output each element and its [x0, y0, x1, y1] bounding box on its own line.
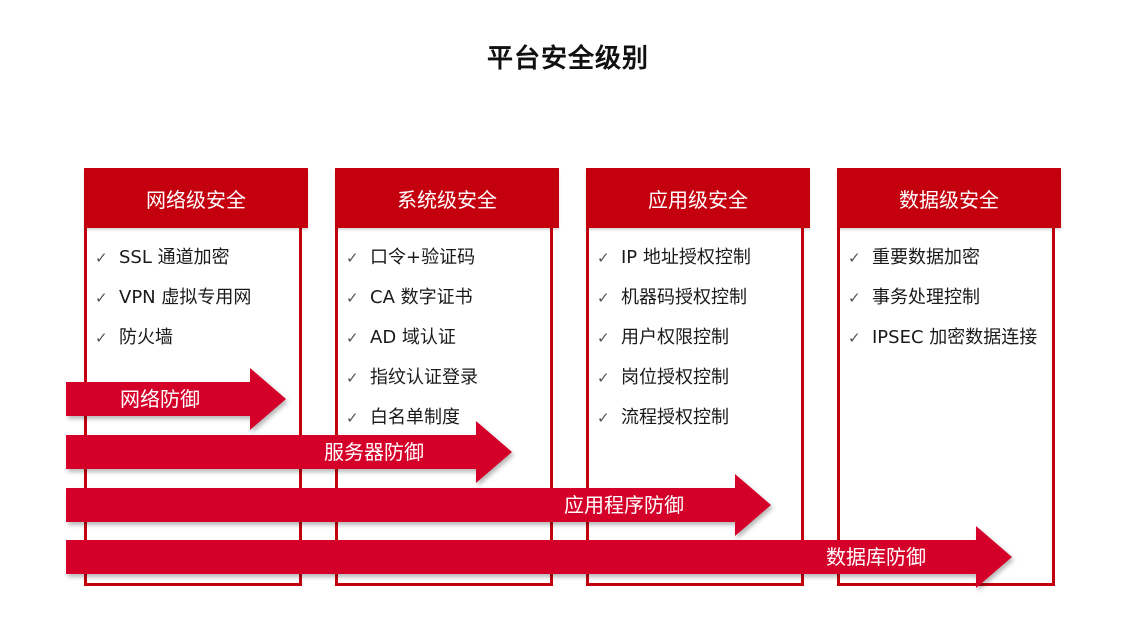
column-data-security: 数据级安全 ✓ 重要数据加密 ✓ 事务处理控制 ✓ IPSEC 加密数据连接 — [837, 168, 1061, 586]
column-header: 数据级安全 — [837, 168, 1061, 228]
check-icon: ✓ — [346, 289, 359, 307]
list-item: ✓ 指纹认证登录 — [346, 364, 478, 404]
item-label: CA 数字证书 — [370, 287, 473, 308]
list-item: ✓ 口令+验证码 — [346, 244, 478, 284]
list-item: ✓ VPN 虚拟专用网 — [95, 284, 251, 324]
page-title: 平台安全级别 — [486, 44, 649, 74]
check-icon: ✓ — [848, 249, 861, 267]
database-defense-arrow: 数据库防御 — [66, 526, 1012, 588]
item-label: 重要数据加密 — [872, 247, 980, 268]
network-defense-arrow: 网络防御 — [66, 368, 286, 430]
list-item: ✓ 重要数据加密 — [848, 244, 1037, 284]
check-icon: ✓ — [346, 249, 359, 267]
server-defense-arrow: 服务器防御 — [66, 421, 512, 483]
list-item: ✓ 岗位授权控制 — [597, 364, 751, 404]
list-item: ✓ 白名单制度 — [346, 404, 478, 444]
list-item: ✓ AD 域认证 — [346, 324, 478, 364]
list-item: ✓ IPSEC 加密数据连接 — [848, 324, 1037, 364]
item-list: ✓ 重要数据加密 ✓ 事务处理控制 ✓ IPSEC 加密数据连接 — [848, 244, 1037, 364]
check-icon: ✓ — [597, 329, 610, 347]
item-label: 指纹认证登录 — [370, 367, 478, 388]
check-icon: ✓ — [848, 289, 861, 307]
item-label: 防火墙 — [119, 327, 173, 348]
arrow-label: 数据库防御 — [826, 545, 926, 569]
item-label: 流程授权控制 — [621, 407, 729, 428]
list-item: ✓ SSL 通道加密 — [95, 244, 251, 284]
check-icon: ✓ — [848, 329, 861, 347]
item-label: IP 地址授权控制 — [621, 247, 751, 268]
list-item: ✓ CA 数字证书 — [346, 284, 478, 324]
item-label: VPN 虚拟专用网 — [119, 287, 252, 308]
item-label: SSL 通道加密 — [119, 247, 230, 268]
arrow-label: 服务器防御 — [324, 440, 424, 464]
list-item: ✓ IP 地址授权控制 — [597, 244, 751, 284]
item-list: ✓ IP 地址授权控制 ✓ 机器码授权控制 ✓ 用户权限控制 ✓ 岗位授权控制 ✓ 流程授… — [597, 244, 751, 444]
check-icon: ✓ — [597, 409, 610, 427]
arrow-shape — [66, 421, 512, 483]
item-list: ✓ SSL 通道加密 ✓ VPN 虚拟专用网 ✓ 防火墙 — [95, 244, 251, 364]
check-icon: ✓ — [346, 369, 359, 387]
check-icon: ✓ — [346, 409, 359, 427]
check-icon: ✓ — [597, 249, 610, 267]
list-item: ✓ 机器码授权控制 — [597, 284, 751, 324]
item-label: IPSEC 加密数据连接 — [872, 327, 1038, 348]
application-defense-arrow: 应用程序防御 — [66, 474, 771, 536]
item-label: 事务处理控制 — [872, 287, 980, 308]
item-label: 岗位授权控制 — [621, 367, 729, 388]
list-item: ✓ 流程授权控制 — [597, 404, 751, 444]
column-header: 应用级安全 — [586, 168, 810, 228]
arrow-shape — [66, 368, 286, 430]
check-icon: ✓ — [95, 289, 108, 307]
check-icon: ✓ — [95, 329, 108, 347]
check-icon: ✓ — [346, 329, 359, 347]
item-label: 机器码授权控制 — [621, 287, 747, 308]
item-label: 口令+验证码 — [370, 247, 476, 268]
item-list: ✓ 口令+验证码 ✓ CA 数字证书 ✓ AD 域认证 ✓ 指纹认证登录 ✓ 白名单制度 — [346, 244, 478, 444]
list-item: ✓ 用户权限控制 — [597, 324, 751, 364]
list-item: ✓ 防火墙 — [95, 324, 251, 364]
item-label: AD 域认证 — [370, 327, 456, 348]
item-label: 用户权限控制 — [621, 327, 729, 348]
arrow-shape — [66, 526, 1012, 588]
arrow-label: 应用程序防御 — [564, 493, 684, 517]
column-header: 网络级安全 — [84, 168, 308, 228]
check-icon: ✓ — [95, 249, 108, 267]
check-icon: ✓ — [597, 289, 610, 307]
item-label: 白名单制度 — [370, 407, 460, 428]
check-icon: ✓ — [597, 369, 610, 387]
arrow-label: 网络防御 — [120, 387, 200, 411]
column-header: 系统级安全 — [335, 168, 559, 228]
list-item: ✓ 事务处理控制 — [848, 284, 1037, 324]
arrow-shape — [66, 474, 771, 536]
